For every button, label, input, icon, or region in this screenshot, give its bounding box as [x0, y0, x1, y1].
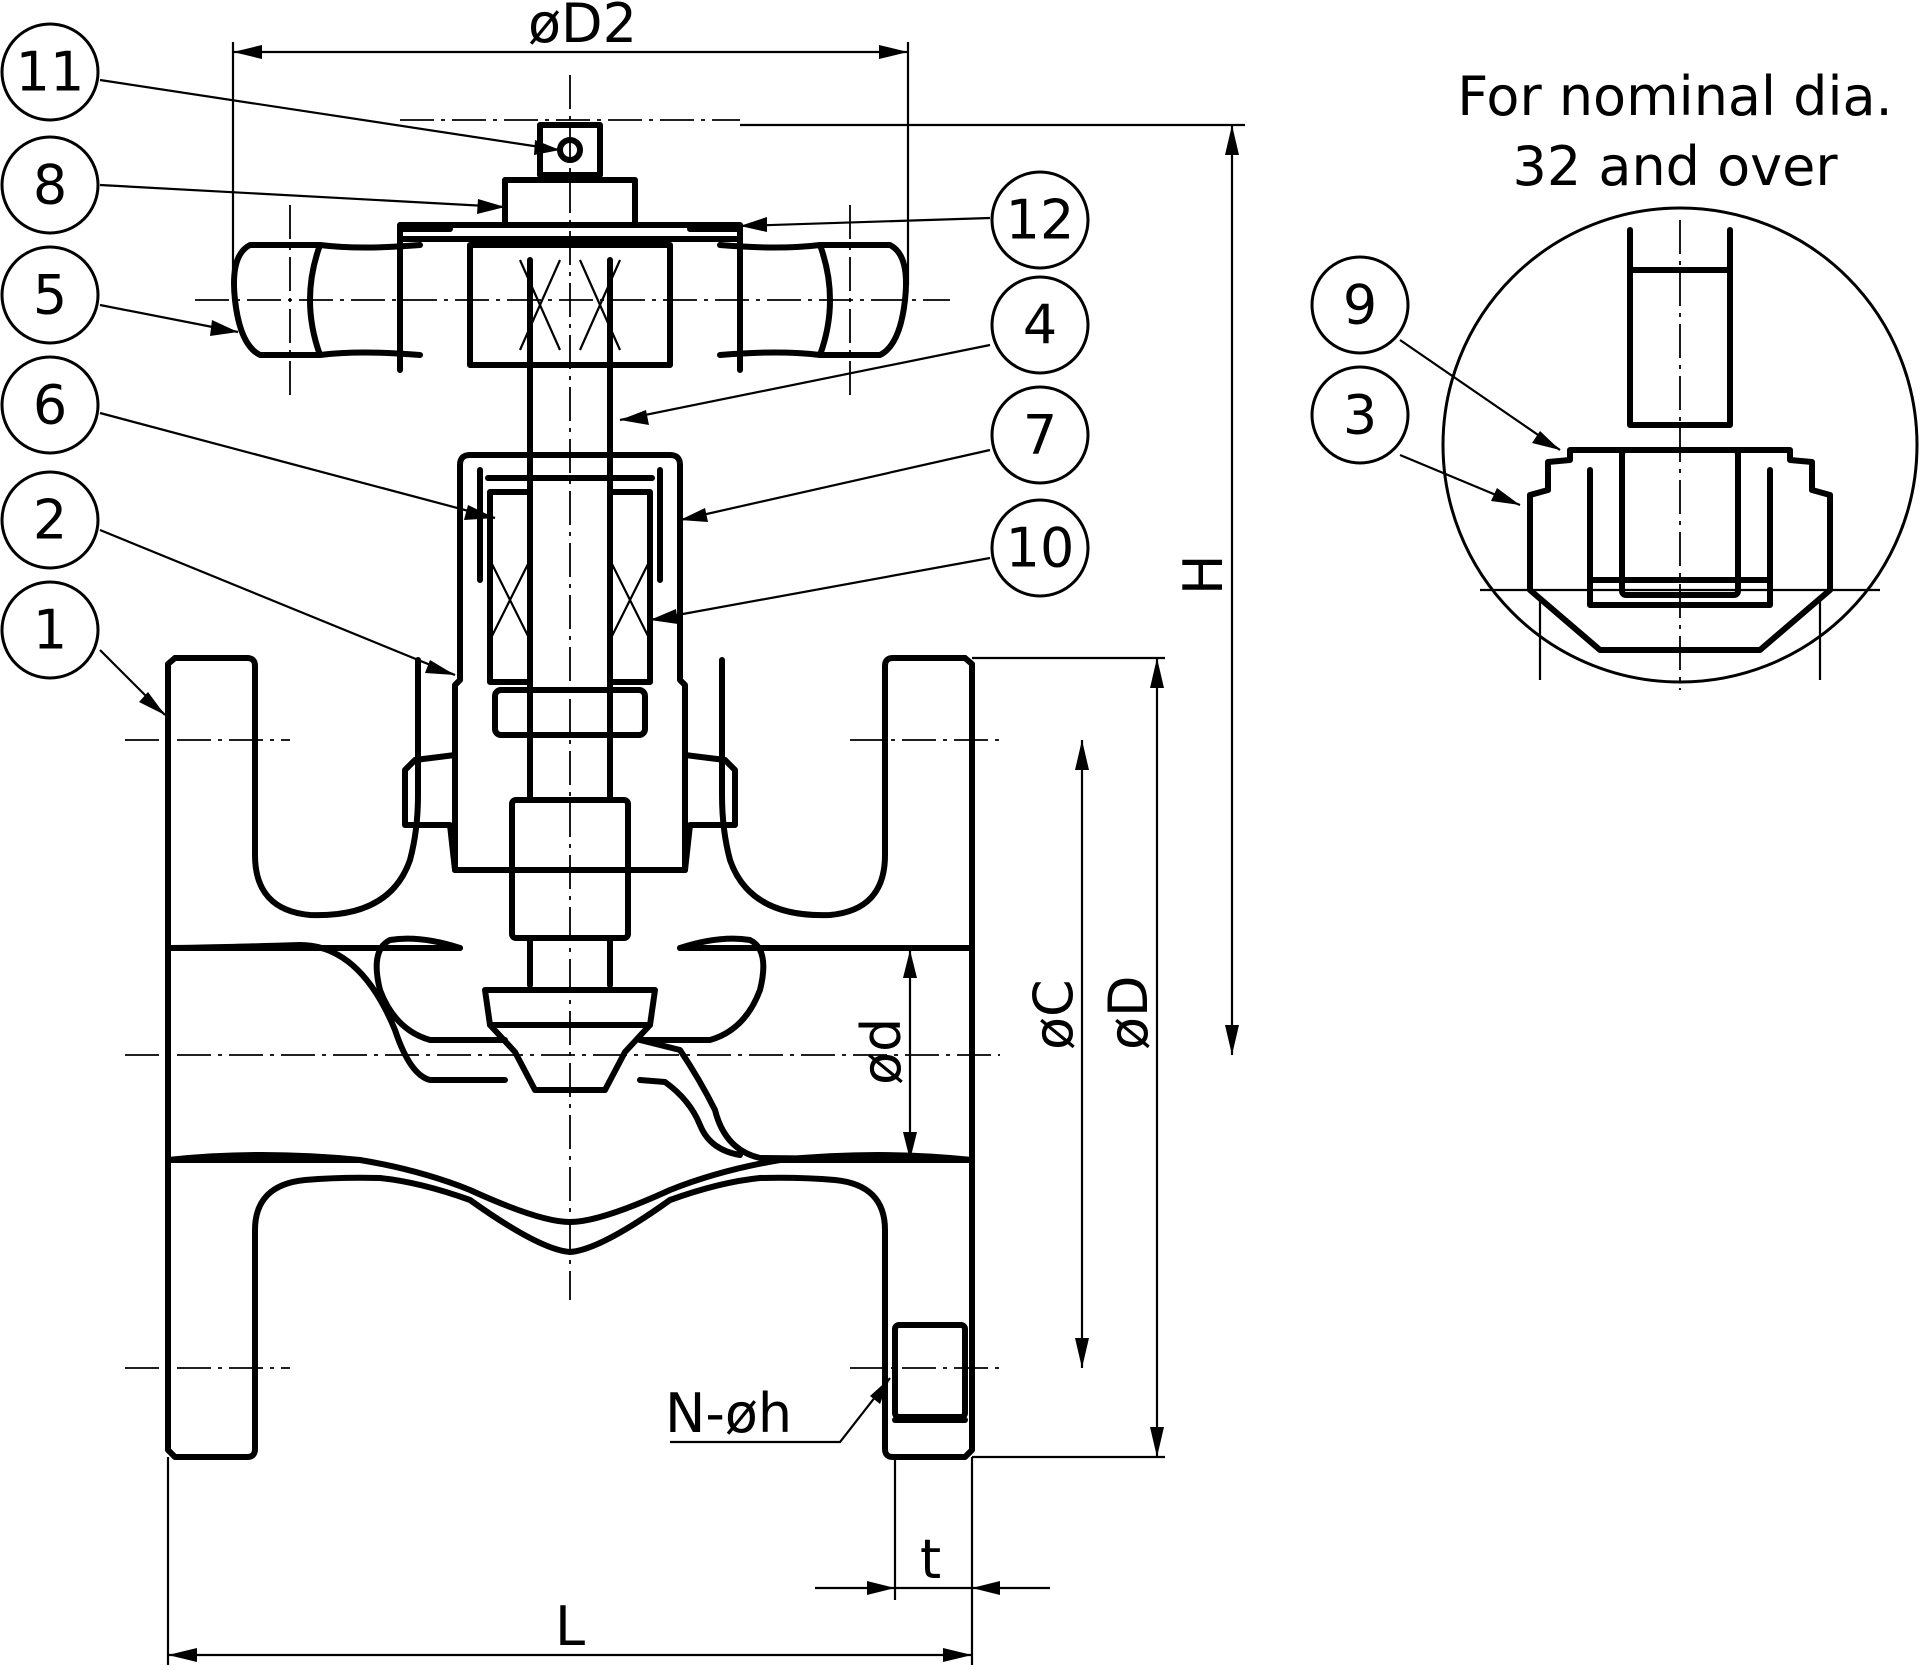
packing-gland — [487, 489, 653, 685]
note-line-2: 32 and over — [1512, 135, 1838, 198]
balloon-5: 5 — [0, 245, 100, 345]
balloon-label: 8 — [33, 154, 67, 217]
balloon-label: 5 — [33, 264, 67, 327]
bonnet — [402, 452, 738, 873]
balloon-label: 2 — [33, 489, 67, 552]
leaders — [99, 78, 1561, 716]
dim-label-d: ød — [850, 1018, 913, 1085]
detail-view — [1441, 206, 1919, 690]
balloon-1: 1 — [0, 580, 100, 680]
balloon-label: 4 — [1023, 294, 1057, 357]
balloon-label: 7 — [1023, 404, 1057, 467]
balloon-7: 7 — [990, 385, 1090, 485]
balloon-label: 1 — [33, 599, 67, 662]
handwheel — [231, 119, 909, 373]
balloon-label: 12 — [1006, 189, 1075, 252]
dim-label-l: L — [555, 1595, 585, 1658]
balloon-9: 9 — [1310, 255, 1410, 355]
note-line-1: For nominal dia. — [1457, 65, 1892, 128]
balloon-2: 2 — [0, 470, 100, 570]
balloon-label: 6 — [33, 374, 67, 437]
dim-label-c: øC — [1022, 979, 1085, 1050]
balloon-12: 12 — [990, 170, 1090, 270]
balloon-4: 4 — [990, 275, 1090, 375]
dim-label-od: øD — [1097, 975, 1160, 1050]
dim-label-t: t — [920, 1528, 941, 1591]
balloon-8: 8 — [0, 135, 100, 235]
balloon-10: 10 — [990, 498, 1090, 598]
balloon-label: 10 — [1006, 517, 1075, 580]
balloon-11: 11 — [0, 22, 100, 122]
balloon-label: 3 — [1343, 384, 1377, 447]
balloon-6: 6 — [0, 355, 100, 455]
balloon-label: 11 — [16, 41, 85, 104]
dim-label-holes: N-øh — [665, 1382, 792, 1445]
valve-body — [165, 655, 975, 1460]
balloon-3: 3 — [1310, 365, 1410, 465]
balloon-label: 9 — [1343, 274, 1377, 337]
dim-label-d2: øD2 — [528, 0, 637, 55]
dim-label-h: H — [1172, 554, 1235, 595]
dimensions — [166, 42, 1245, 1665]
